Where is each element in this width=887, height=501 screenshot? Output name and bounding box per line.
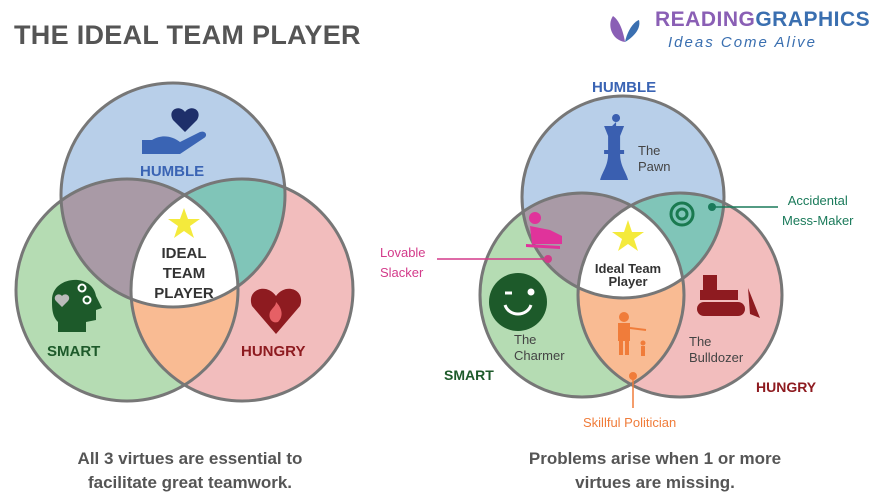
target-icon xyxy=(669,201,695,227)
puppeteer-icon xyxy=(618,312,647,356)
hungry-label-right: HUNGRY xyxy=(756,379,817,395)
right-venn xyxy=(437,94,784,408)
hungry-label: HUNGRY xyxy=(241,343,306,360)
smart-label: SMART xyxy=(47,343,101,360)
page-title: THE IDEAL TEAM PLAYER xyxy=(14,20,361,50)
star-icon xyxy=(612,220,644,251)
star-icon xyxy=(168,208,200,238)
hand-heart-icon xyxy=(142,108,207,154)
ideal-region xyxy=(131,179,238,307)
bulldozer-icon xyxy=(697,275,760,318)
reclining-person-icon xyxy=(526,212,562,249)
head-gears-icon xyxy=(52,279,102,332)
skillful-politician-label: Skillful Politician xyxy=(583,415,677,430)
left-venn xyxy=(14,81,355,403)
winking-face-icon xyxy=(489,273,547,331)
logo-tagline: Ideas Come Alive xyxy=(668,34,817,51)
logo-brand: READINGGRAPHICS xyxy=(655,8,871,31)
fire-heart-icon xyxy=(250,288,302,334)
butterfly-logo-icon xyxy=(605,10,645,46)
humble-label-right: HUMBLE xyxy=(592,79,657,96)
humble-label: HUMBLE xyxy=(140,163,205,180)
chess-piece-icon xyxy=(600,114,629,180)
smart-label-right: SMART xyxy=(444,367,494,383)
